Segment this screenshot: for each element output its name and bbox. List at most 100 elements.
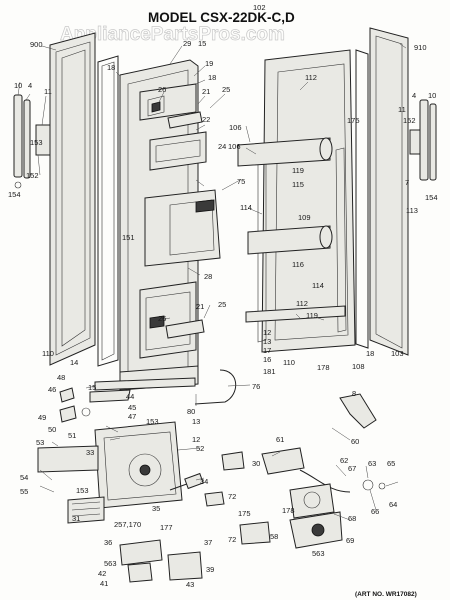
freezer-shelf-upper: [139, 83, 203, 129]
callout-154: 154: [8, 190, 21, 199]
callout-43: 43: [186, 580, 194, 589]
callout-17: 17: [263, 346, 271, 355]
freezer-door-outer: [49, 32, 96, 366]
callout-175-b: 175: [238, 509, 251, 518]
callout-8: 8: [352, 389, 356, 398]
callout-114-b: 114: [312, 281, 324, 290]
callout-11-right: 11: [398, 105, 406, 114]
callout-175: 175: [347, 116, 360, 125]
callout-30: 30: [252, 459, 260, 468]
callout-152-right: 152: [403, 116, 416, 125]
callout-72: 72: [228, 492, 236, 501]
callout-153: 153: [30, 138, 43, 147]
callout-106-b: 106: [228, 142, 241, 151]
dispenser-door: [144, 189, 221, 267]
callout-13-b: 13: [192, 417, 200, 426]
fresh-food-door-gasket: [355, 49, 369, 349]
callout-49: 49: [38, 413, 46, 422]
callout-47: 47: [128, 412, 136, 421]
door-rail-bottom: [245, 305, 346, 323]
callout-14: 14: [70, 358, 78, 367]
callout-41: 41: [100, 579, 108, 588]
callout-54: 54: [20, 473, 28, 482]
callout-15: 15: [198, 39, 206, 48]
model-title: MODEL CSX-22DK-C,D: [148, 10, 295, 25]
callout-18-c: 18: [366, 349, 374, 358]
callout-65: 65: [387, 459, 395, 468]
callout-26-b: 26: [158, 314, 166, 323]
callout-119: 119: [292, 166, 304, 175]
callout-151: 151: [122, 233, 135, 242]
callout-110-b: 110: [283, 358, 295, 367]
callout-13: 13: [263, 337, 271, 346]
callout-257-170: 257,170: [114, 520, 141, 529]
auger-motor-shaft: [169, 472, 204, 491]
ice-chute: [239, 521, 271, 545]
callout-7: 7: [405, 178, 409, 187]
dispenser-mount-strip: [94, 377, 196, 391]
callout-103: 103: [391, 349, 404, 358]
callout-110: 110: [42, 349, 54, 358]
callout-18-b: 18: [208, 73, 216, 82]
leader-lines: [17, 43, 407, 521]
callout-75: 75: [237, 177, 245, 186]
dispenser-arm: [194, 369, 237, 405]
callout-113: 113: [406, 206, 418, 215]
callout-66: 66: [371, 507, 379, 516]
callout-119-b: 119: [306, 311, 318, 320]
callout-37: 37: [204, 538, 212, 547]
callout-154-right: 154: [425, 193, 438, 202]
callout-55: 55: [20, 487, 28, 496]
callout-112-b: 112: [296, 299, 308, 308]
callout-44: 44: [126, 392, 134, 401]
callout-25: 25: [222, 85, 230, 94]
callout-28: 28: [204, 272, 212, 281]
callout-4-right: 4: [412, 91, 416, 100]
ice-crusher-housing: [94, 421, 183, 509]
callout-10: 10: [14, 81, 22, 90]
callout-153-b: 153: [146, 417, 159, 426]
callout-42: 42: [98, 569, 106, 578]
callout-108: 108: [352, 362, 365, 371]
callout-178: 178: [317, 363, 330, 372]
right-handle-assembly: [409, 99, 437, 181]
callout-112: 112: [305, 73, 317, 82]
callout-25-b: 25: [218, 300, 226, 309]
lamp-socket: [204, 491, 225, 507]
art-number: (ART NO. WR17082): [355, 591, 417, 598]
callout-34: 34: [200, 477, 208, 486]
drip-tray: [37, 445, 99, 473]
callout-12-b: 12: [192, 435, 200, 444]
freezer-door-gasket: [97, 55, 119, 367]
callout-106: 106: [229, 123, 242, 132]
grille: [67, 496, 105, 524]
callout-563-b: 563: [312, 549, 325, 558]
callout-46: 46: [48, 385, 56, 394]
callout-19: 19: [205, 59, 213, 68]
callout-63: 63: [368, 459, 376, 468]
left-handle-assembly: [13, 94, 51, 189]
ice-bin: [149, 131, 207, 171]
callout-115: 115: [292, 180, 304, 189]
callout-16: 16: [263, 355, 271, 364]
fresh-food-door-liner: [257, 49, 356, 353]
callout-177: 177: [160, 523, 173, 532]
callout-21: 21: [202, 87, 210, 96]
callout-33: 33: [86, 448, 94, 457]
switch-bracket: [119, 539, 203, 583]
callout-900: 900: [30, 40, 43, 49]
callout-563: 563: [104, 559, 117, 568]
callout-62: 62: [340, 456, 348, 465]
callout-181: 181: [263, 367, 276, 376]
callout-102: 102: [253, 3, 266, 12]
callout-21-b: 21: [196, 302, 204, 311]
callout-50: 50: [48, 425, 56, 434]
callout-15-b: 15: [88, 383, 96, 392]
fresh-food-door-outer: [369, 27, 409, 356]
fan-blade-69: [289, 511, 343, 549]
callout-36: 36: [104, 538, 112, 547]
fan-motor-68: [289, 483, 335, 519]
callout-58: 58: [270, 532, 278, 541]
callout-22: 22: [202, 115, 210, 124]
